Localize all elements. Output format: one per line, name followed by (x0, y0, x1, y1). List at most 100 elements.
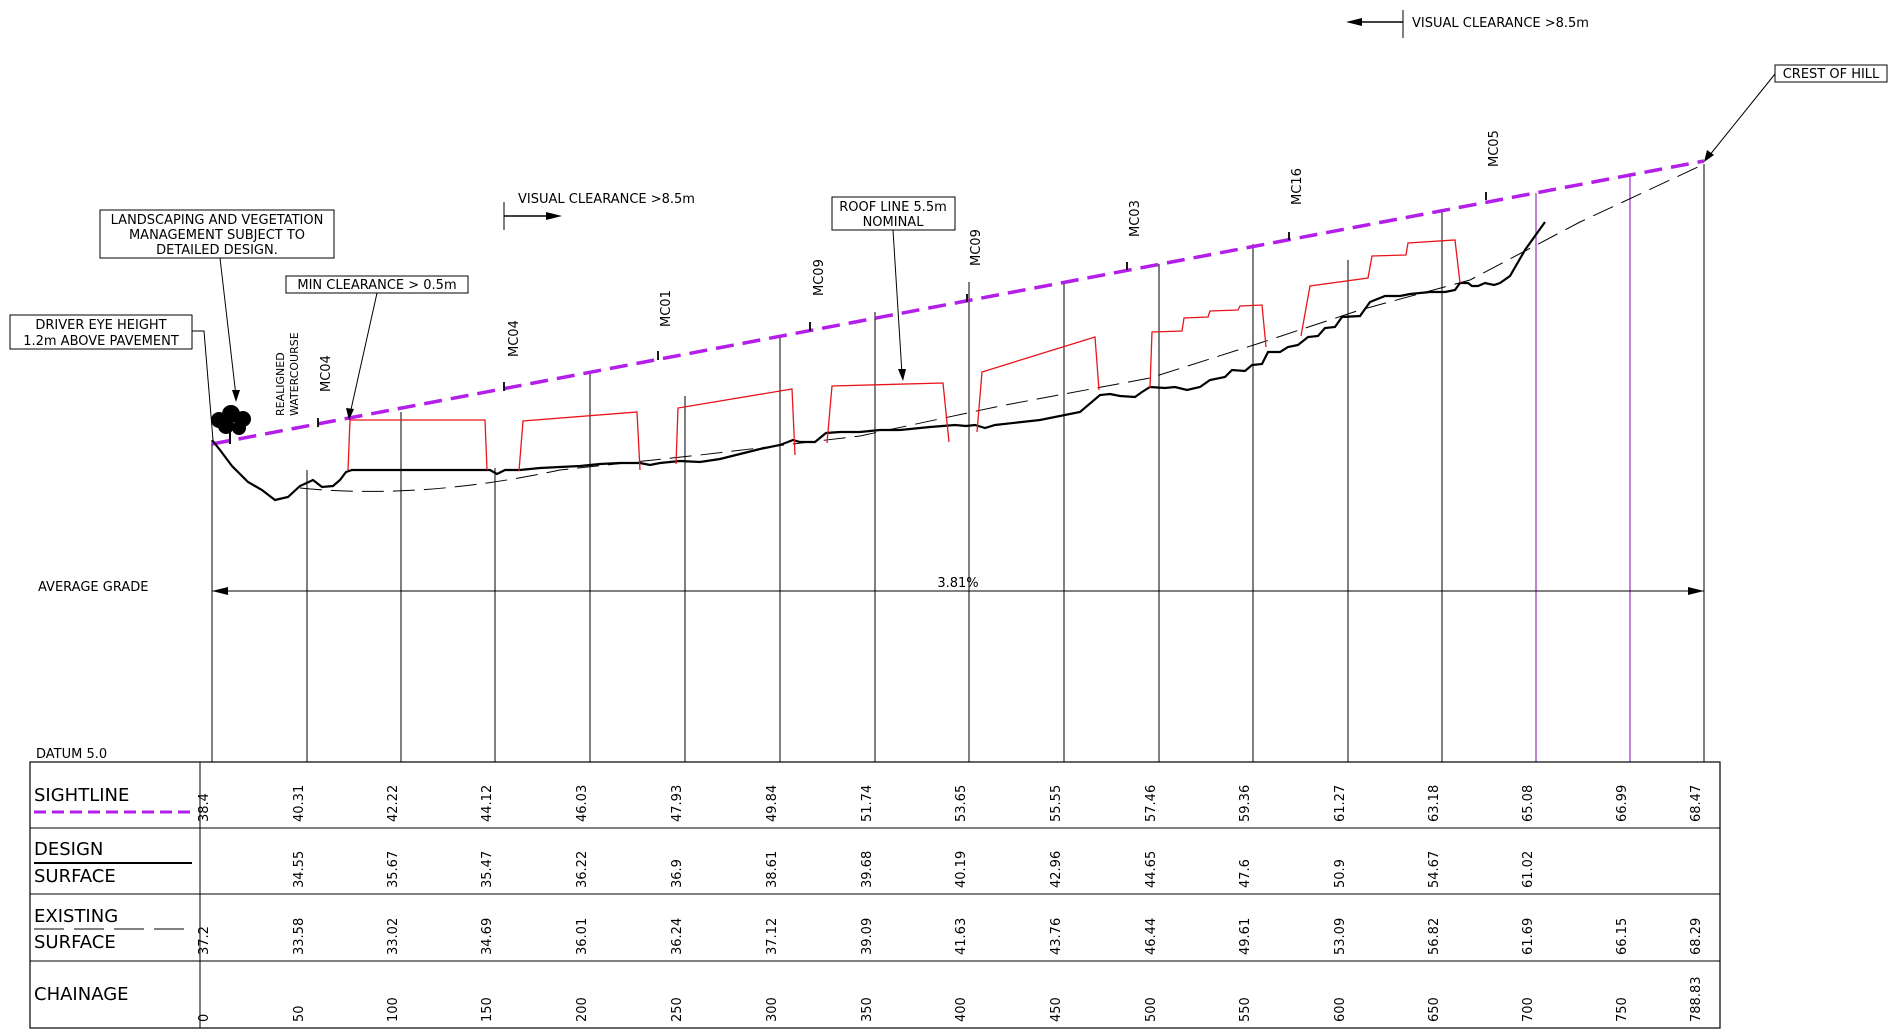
sightline-cell: 63.18 (1427, 785, 1442, 822)
existing-surface-cell: 33.02 (386, 918, 401, 955)
crest-of-hill-callout: CREST OF HILL (1704, 64, 1888, 162)
existing-surface-cell: 37.12 (765, 918, 780, 955)
sightline-cell: 61.27 (1333, 785, 1348, 822)
chainage-cell: 250 (670, 997, 685, 1022)
existing-surface-cell: 43.76 (1049, 918, 1064, 955)
existing-surface-cell: 41.63 (954, 918, 969, 955)
row-label-chainage: CHAINAGE (34, 984, 129, 1005)
marker-ticks (317, 192, 1487, 427)
existing-surface-cell: 36.24 (670, 918, 685, 955)
existing-surface-cell: 39.09 (860, 918, 875, 955)
chainage-cell: 0 (197, 1014, 212, 1022)
design-surface-cell: 34.55 (292, 851, 307, 888)
roof-line-label-2: NOMINAL (863, 215, 925, 230)
landscaping-line-2: MANAGEMENT SUBJECT TO (129, 228, 305, 243)
sightline-cell: 46.03 (575, 785, 590, 822)
sightline (211, 159, 1705, 446)
roof-line-label-1: ROOF LINE 5.5m (839, 200, 947, 215)
chainage-cell: 100 (386, 997, 401, 1022)
sightline-cell: 55.55 (1049, 785, 1064, 822)
design-surface-line (211, 221, 1546, 502)
chainage-cell: 550 (1238, 997, 1253, 1022)
driver-eye-callout: DRIVER EYE HEIGHT 1.2m ABOVE PAVEMENT (9, 314, 214, 441)
average-grade-dimension: AVERAGE GRADE 3.81% (38, 576, 1704, 595)
min-clearance-label: MIN CLEARANCE > 0.5m (297, 278, 456, 293)
existing-surface-cell: 56.82 (1427, 918, 1442, 955)
existing-surface-cell: 61.69 (1521, 918, 1536, 955)
row-label-existing-2: SURFACE (34, 932, 116, 953)
design-surface-cell: 50.9 (1333, 859, 1348, 888)
chainage-cell: 600 (1333, 997, 1348, 1022)
datum-label: DATUM 5.0 (36, 747, 107, 762)
existing-surface-cell: 34.69 (480, 918, 495, 955)
sightline-cell: 51.74 (860, 785, 875, 822)
sightline-cell: 44.12 (480, 785, 495, 822)
sightline-cell: 53.65 (954, 785, 969, 822)
grade-value: 3.81% (937, 576, 978, 591)
design-surface-cell: 38.61 (765, 851, 780, 888)
tree-icon (211, 405, 251, 444)
design-surface-cell: 35.47 (480, 851, 495, 888)
landscaping-line-3: DETAILED DESIGN. (156, 243, 278, 258)
landscaping-callout: LANDSCAPING AND VEGETATION MANAGEMENT SU… (99, 209, 335, 402)
existing-surface-line (299, 165, 1701, 492)
sightline-cell: 38.4 (197, 793, 212, 822)
roof-line-callout: ROOF LINE 5.5m NOMINAL (831, 196, 956, 381)
marker-label: MC16 (1290, 168, 1305, 205)
sightline-cell: 49.84 (765, 785, 780, 822)
average-grade-label: AVERAGE GRADE (38, 580, 148, 595)
row-label-design-1: DESIGN (34, 839, 103, 860)
marker-label: MC04 (507, 320, 522, 357)
row-label-design-2: SURFACE (34, 866, 116, 887)
existing-surface-cell: 53.09 (1333, 918, 1348, 955)
realigned-label: REALIGNED (274, 352, 287, 416)
visual-clearance-mid-label: VISUAL CLEARANCE >8.5m (518, 192, 695, 207)
marker-labels: MC04 MC04 MC01 MC09 MC09 MC03 MC16 MC05 (319, 130, 1502, 392)
sightline-cell: 57.46 (1144, 785, 1159, 822)
chainage-cell: 300 (765, 997, 780, 1022)
marker-label: MC09 (969, 229, 984, 266)
design-surface-cell: 61.02 (1521, 851, 1536, 888)
design-surface-cell: 35.67 (386, 851, 401, 888)
chainage-cell: 750 (1615, 997, 1630, 1022)
existing-surface-cell: 49.61 (1238, 918, 1253, 955)
row-label-sightline: SIGHTLINE (34, 785, 129, 806)
sightline-cell: 65.08 (1521, 785, 1536, 822)
chainage-grid (211, 164, 1705, 762)
marker-label: MC03 (1128, 200, 1143, 237)
driver-eye-line-1: DRIVER EYE HEIGHT (35, 318, 166, 333)
design-surface-cell: 47.6 (1238, 859, 1253, 888)
chainage-cell: 788.83 (1689, 977, 1704, 1023)
sightline-cell: 47.93 (670, 785, 685, 822)
visual-clearance-mid: VISUAL CLEARANCE >8.5m (503, 192, 695, 230)
driver-eye-line-2: 1.2m ABOVE PAVEMENT (23, 334, 179, 349)
min-clearance-callout: MIN CLEARANCE > 0.5m (285, 275, 469, 420)
sightline-cell: 59.36 (1238, 785, 1253, 822)
visual-clearance-top-label: VISUAL CLEARANCE >8.5m (1412, 16, 1589, 31)
purple-grid (1535, 173, 1631, 762)
data-table: SIGHTLINE DESIGN SURFACE EXISTING SURFAC… (29, 761, 1721, 1029)
design-surface-cell: 42.96 (1049, 851, 1064, 888)
chainage-cell: 400 (954, 997, 969, 1022)
row-label-existing-1: EXISTING (34, 906, 118, 927)
chainage-cell: 450 (1049, 997, 1064, 1022)
design-surface-cell: 40.19 (954, 851, 969, 888)
roof-lines (347, 239, 1461, 472)
chainage-cell: 350 (860, 997, 875, 1022)
existing-surface-cell: 46.44 (1144, 918, 1159, 955)
design-surface-cell: 54.67 (1427, 851, 1442, 888)
marker-label: MC09 (812, 259, 827, 296)
existing-surface-cell: 37.2 (197, 926, 212, 955)
sightline-cell: 40.31 (292, 785, 307, 822)
existing-surface-cell: 36.01 (575, 918, 590, 955)
visual-clearance-top: VISUAL CLEARANCE >8.5m (1346, 10, 1589, 38)
sightline-cell: 68.47 (1689, 785, 1704, 822)
design-surface-cell: 36.9 (670, 859, 685, 888)
chainage-cell: 700 (1521, 997, 1536, 1022)
marker-label: MC01 (659, 290, 674, 327)
landscaping-line-1: LANDSCAPING AND VEGETATION (111, 213, 324, 228)
existing-surface-cell: 33.58 (292, 918, 307, 955)
chainage-cell: 200 (575, 997, 590, 1022)
